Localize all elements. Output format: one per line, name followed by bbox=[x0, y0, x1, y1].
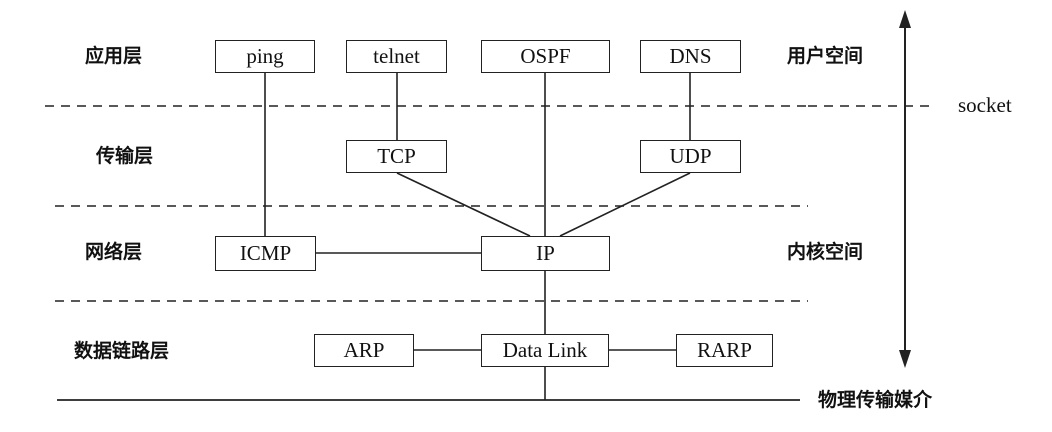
kernel-space-label: 内核空间 bbox=[787, 241, 864, 263]
layer-label-transport: 传输层 bbox=[96, 145, 154, 167]
box-ping: ping bbox=[215, 40, 315, 73]
line-tcp-ip bbox=[396, 172, 531, 237]
box-tcp: TCP bbox=[346, 140, 447, 173]
box-udp: UDP bbox=[640, 140, 741, 173]
box-dns: DNS bbox=[640, 40, 741, 73]
box-telnet: telnet bbox=[346, 40, 447, 73]
layer-label-application: 应用层 bbox=[85, 45, 143, 67]
box-ip: IP bbox=[481, 236, 610, 271]
physical-medium-label: 物理传输媒介 bbox=[818, 389, 933, 411]
user-space-label: 用户空间 bbox=[787, 45, 864, 67]
space-arrow-down-head bbox=[899, 350, 911, 368]
layer-label-datalink: 数据链路层 bbox=[74, 340, 170, 362]
layer-label-network: 网络层 bbox=[85, 241, 143, 263]
box-icmp: ICMP bbox=[215, 236, 316, 271]
socket-label: socket bbox=[958, 93, 1012, 117]
line-udp-ip bbox=[559, 172, 691, 237]
box-ospf: OSPF bbox=[481, 40, 610, 73]
box-rarp: RARP bbox=[676, 334, 773, 367]
box-datalink: Data Link bbox=[481, 334, 609, 367]
space-arrow-up-head bbox=[899, 10, 911, 28]
box-arp: ARP bbox=[314, 334, 414, 367]
